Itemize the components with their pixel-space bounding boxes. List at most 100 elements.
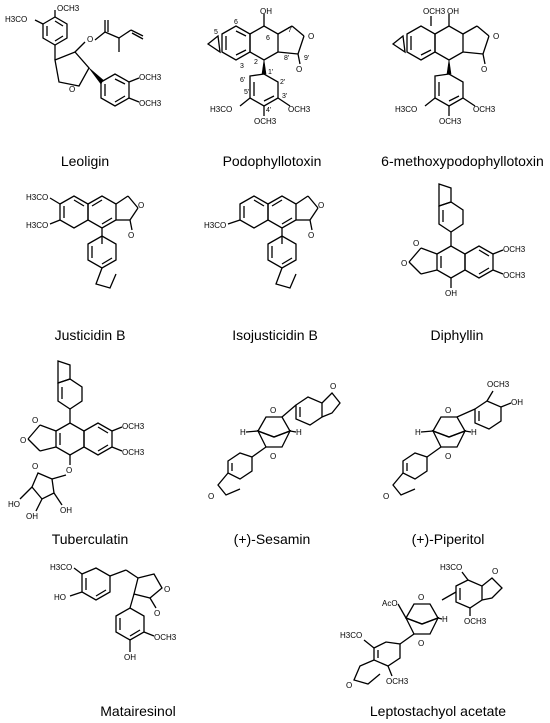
compound-name: (+)-Piperitol [411,531,485,547]
svg-text:O: O [296,65,302,74]
svg-text:H3CO: H3CO [26,193,48,202]
6-methoxypodophyllotoxin-structure: OCH3 OH O O H3CO OCH3 OCH3 [391,7,499,126]
svg-text:3: 3 [240,63,244,70]
svg-text:2: 2 [254,59,258,66]
svg-text:OH: OH [124,653,136,662]
leoligin-structure: OCH3 H3CO O O OCH3 OCH3 [5,4,162,108]
compound-name: Leoligin [60,153,110,169]
svg-text:H3CO: H3CO [26,221,48,230]
svg-text:H3CO: H3CO [210,105,232,114]
compound-name: Justicidin B [54,327,126,343]
svg-text:OCH3: OCH3 [139,99,162,108]
svg-text:O: O [32,416,38,425]
svg-text:AcO: AcO [382,599,398,608]
svg-text:O: O [445,406,451,415]
svg-text:5: 5 [214,29,218,36]
svg-text:6: 6 [234,19,238,26]
svg-text:OCH3: OCH3 [122,448,145,457]
svg-text:O: O [87,35,93,44]
svg-text:OCH3: OCH3 [139,73,162,82]
svg-text:O: O [66,466,72,475]
justicidin-b-structure: H3CO H3CO O O [26,193,144,289]
svg-text:1': 1' [268,69,273,76]
svg-text:HO: HO [8,500,20,509]
svg-text:OCH3: OCH3 [288,105,311,114]
svg-text:OH: OH [447,7,459,16]
svg-text:O: O [308,231,314,240]
svg-text:H: H [471,428,477,437]
compound-name: Diphyllin [430,327,484,343]
svg-text:OCH3: OCH3 [254,117,277,126]
svg-text:H3CO: H3CO [340,631,362,640]
svg-text:O: O [208,492,214,501]
svg-text:O: O [128,231,134,240]
svg-text:O: O [32,462,38,471]
diphyllin-structure: O O OCH3 OCH3 OH [401,183,526,298]
matairesinol-structure: H3CO HO O O OCH3 OH [50,563,177,662]
svg-text:O: O [308,32,314,41]
tuberculatin-structure: O O OCH3 OCH3 O O OH OH HO [8,360,145,521]
svg-text:O: O [20,436,26,445]
leptostachyol-acetate-structure: H3CO O OCH3 O O AcO H H3CO OCH3 O [340,563,503,690]
svg-text:OCH3: OCH3 [503,271,526,280]
svg-text:OH: OH [60,506,72,515]
sesamin-structure: O O H H O O [208,382,341,501]
svg-text:H3CO: H3CO [440,563,462,572]
svg-text:OCH3: OCH3 [464,617,487,626]
svg-text:OH: OH [511,398,523,407]
svg-text:5': 5' [244,89,249,96]
svg-text:O: O [138,201,144,210]
svg-text:OCH3: OCH3 [473,105,496,114]
compound-name: 6-methoxypodophyllotoxin [381,153,544,169]
compound-name: (+)-Sesamin [233,531,311,547]
svg-text:OCH3: OCH3 [57,4,80,13]
svg-text:7: 7 [288,27,292,34]
svg-text:O: O [481,65,487,74]
svg-text:O: O [154,609,160,618]
svg-text:O: O [346,681,352,690]
svg-text:H: H [415,428,421,437]
svg-text:H: H [442,615,448,624]
svg-text:2': 2' [280,79,285,86]
svg-text:O: O [418,593,424,602]
isojusticidin-b-structure: H3CO O O [204,195,324,289]
svg-text:4': 4' [266,107,271,114]
svg-text:OH: OH [26,512,38,521]
compound-name: Isojusticidin B [232,327,318,343]
svg-text:O: O [492,567,498,576]
svg-text:O: O [445,452,451,461]
svg-text:O: O [69,85,75,94]
svg-text:O: O [418,639,424,648]
svg-text:OCH3: OCH3 [439,117,462,126]
svg-text:3': 3' [282,93,287,100]
svg-text:OH: OH [260,7,272,16]
svg-text:H3CO: H3CO [5,15,27,24]
svg-text:O: O [330,382,336,391]
svg-text:8': 8' [284,55,289,62]
svg-text:H: H [240,428,246,437]
svg-text:OCH3: OCH3 [487,380,510,389]
svg-text:6: 6 [266,35,270,42]
svg-text:OH: OH [445,289,457,298]
podophyllotoxin-structure: OH O O 6 7 8' 9' 6 5 2 3 H3CO OCH3 OCH3 … [206,7,314,126]
svg-text:OCH3: OCH3 [503,245,526,254]
svg-text:H: H [296,428,302,437]
svg-text:O: O [270,406,276,415]
compound-name: Tuberculatin [51,531,129,547]
svg-text:O: O [401,259,407,268]
svg-text:HO: HO [54,593,66,602]
svg-text:H3CO: H3CO [395,105,417,114]
compound-name: Leptostachyol acetate [369,703,507,719]
svg-text:O: O [318,201,324,210]
piperitol-structure: O O H H OCH3 OH O [383,380,523,501]
svg-text:H3CO: H3CO [204,221,226,230]
svg-text:OCH3: OCH3 [386,677,409,686]
svg-text:OCH3: OCH3 [154,633,177,642]
svg-text:O: O [493,32,499,41]
svg-text:H3CO: H3CO [50,563,72,572]
compound-name: Podophyllotoxin [222,153,322,169]
svg-text:O: O [383,492,389,501]
svg-text:O: O [164,585,170,594]
svg-text:OCH3: OCH3 [423,7,446,16]
